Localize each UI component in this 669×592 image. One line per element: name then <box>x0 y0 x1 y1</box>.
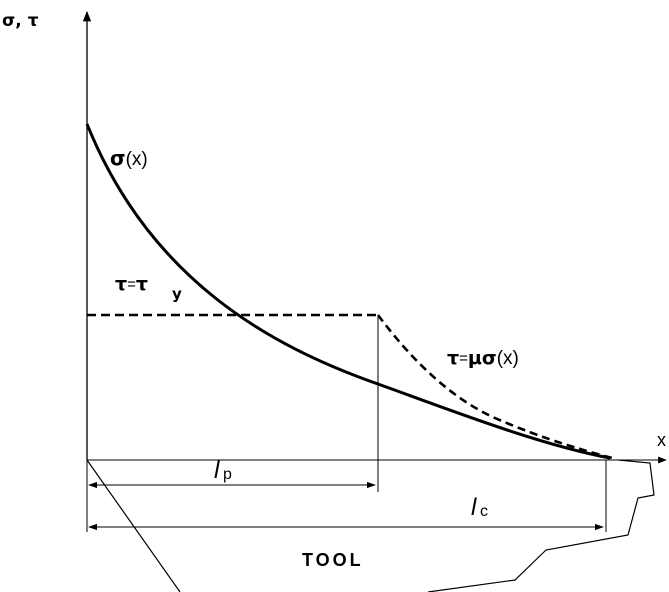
normal-stress-label: σ(x) <box>110 146 148 170</box>
contact-length-label: l <box>471 494 477 521</box>
yield-shear-subscript: y <box>172 285 182 303</box>
sticking-length-label: l <box>214 457 220 484</box>
y-axis-label: σ, τ <box>2 11 39 31</box>
normal-stress-curve <box>85 123 611 460</box>
tool-flank-outline <box>427 459 655 592</box>
sticking-length-subscript: p <box>223 466 232 483</box>
friction-shear-label: τ=μσ(x) <box>447 347 519 369</box>
tool-label: TOOL <box>302 550 364 570</box>
tool-rake-face <box>86 459 181 592</box>
yield-shear-label: τ=τ <box>115 273 148 295</box>
x-axis-label: x <box>657 430 666 450</box>
contact-length-subscript: c <box>480 503 488 520</box>
friction-shear-curve <box>376 314 613 460</box>
